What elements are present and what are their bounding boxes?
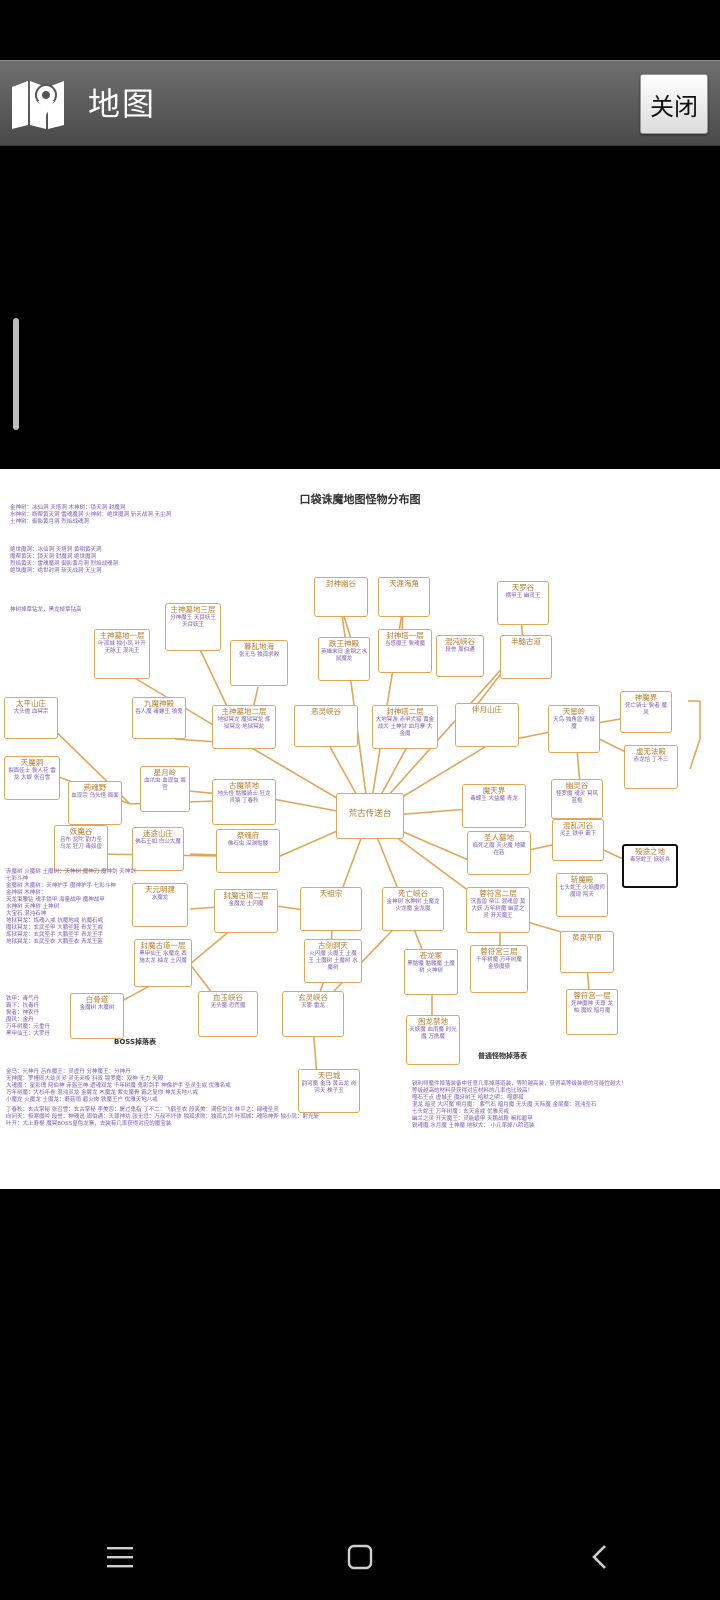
node-tianzu[interactable]: 天祖宗 <box>300 887 362 931</box>
home-icon <box>347 1544 373 1569</box>
node-tomb-2[interactable]: 主神墓地二层 地狱冥龙 魔狱冥龙 炼狱冥龙 地狱冥龙 <box>212 705 276 749</box>
menu-button[interactable] <box>90 1527 150 1587</box>
node-tianluo[interactable]: 天罗谷 横甲王 幽灵王 <box>497 581 549 625</box>
dragon-note: 绝世魔洞：冰仙洞 天塔洞 黄明黄天洞 魔帮黄天：锁天洞 封魔洞 绝世魔洞 烈焰黄… <box>10 547 118 574</box>
node-taiping[interactable]: 太平山庄 大头僧 血冥宗 <box>4 697 58 739</box>
node-rongfu-2[interactable]: 蓉符宫二层 沉香兽 帝江 混魂兽 莫大妖 万年树魔 幽蓝之灵 开天魔王 <box>466 887 530 933</box>
app-header: 地图 关闭 <box>0 60 720 146</box>
node-gujian[interactable]: 古剑洞天 火闪魔 火魔王 土魔王 土魔树 土魔树 水魔树 <box>304 939 362 983</box>
node-tower-2[interactable]: 封神塔二层 大地冥游 赤甲犬猎 黄金战犬 土神甘 血月寨 大金魔 <box>372 705 438 749</box>
node-bannao[interactable]: 半脑古道 <box>500 635 552 679</box>
node-xingyue[interactable]: 星月岭 血爪虫 血现虫 眠宫 <box>140 766 190 812</box>
node-tomb-1[interactable]: 主神墓地一层 叶孤城 独小凤 叶开 无脉王 混沌王 <box>94 629 150 679</box>
node-jinghun[interactable]: 荊魂野 血现宗 乌头怪 面面 <box>68 781 122 825</box>
node-tower-1[interactable]: 封神塔一层 当感魔王 鬓魂魔 <box>378 629 432 673</box>
back-button[interactable] <box>570 1527 630 1587</box>
node-tianmo-cave[interactable]: 天魔洞 裂面佳士 鬓人花 雷龙 大蜈 张召雪 <box>4 756 60 800</box>
menu-icon <box>107 1546 133 1567</box>
node-rongfu-3[interactable]: 蓉符宫三层 千年树魔 万年树魔 金狼魔狼 <box>470 945 528 993</box>
node-tianya[interactable]: 天涯海角 <box>378 577 430 617</box>
node-rongfu-1[interactable]: 蓉符宫一层 死神魔神 天尊 龙帕 魔奴 暗月魔 <box>566 989 618 1035</box>
node-xuwu[interactable]: 虚无法殿 赤龙恰 丁不三 <box>624 745 678 789</box>
pill-drop-notes: 铁甲：毒气丹 霸下：抗毒丹 鬓者：神农丹 魔风：金丹 万年树魔：元重丹 黑甲仙王… <box>6 996 51 1037</box>
node-kunlong[interactable]: 困龙禁地 天妖魔 血雨魔 时光魔 万携魔 <box>406 1015 460 1065</box>
scrollbar-thumb[interactable] <box>13 318 19 430</box>
back-icon <box>592 1544 606 1569</box>
drop-hint: 神树掉章钻龙，黑龙掉章钻高 <box>10 607 82 613</box>
node-fengmo-2[interactable]: 封魔古道二层 金魔龙 土闪魔 <box>214 889 278 933</box>
node-fengmo-1[interactable]: 封魔古道一层 黑甲仙王 水魔龙 西施太龙 抽龙 土闪魔 <box>134 939 192 987</box>
node-motu[interactable]: 殁途之地 毒牙蛇王 妖妖兵 <box>622 844 678 888</box>
map-title: 口袋诛魔地图怪物分布图 <box>299 493 421 506</box>
node-shenmo[interactable]: 神魔界 死亡骑士 鬓者 魔风 <box>620 691 672 733</box>
close-button[interactable]: 关闭 <box>640 74 708 134</box>
node-saint-tomb[interactable]: 圣人墓地 临死之魔 天火魔 地藏 在若 <box>467 831 531 875</box>
boss-drop-label: BOSS掉落表 <box>114 1038 157 1046</box>
node-diewang[interactable]: 跌王神殿 英雄末日 金钢之水 鼠魔龙 <box>318 637 370 681</box>
home-button[interactable] <box>330 1527 390 1587</box>
node-yaomo[interactable]: 妖魔谷 吕布 龙陀 韵力圣 乌龙 狂刀 毒奴兽 <box>54 825 108 871</box>
node-fengshen-valley[interactable]: 封神幽谷 <box>314 577 368 617</box>
node-hundun[interactable]: 混沌峡谷 段誉 周伯通 <box>436 635 484 677</box>
monster-distribution-map[interactable]: 口袋诛魔地图怪物分布图 金神树：冰仙洞 天塔洞 木神树：锁天洞 封魔洞 水神树：… <box>0 469 720 1189</box>
node-jiumo[interactable]: 九魔神殿 吞人魔 毒螺王 狼鬼 <box>132 697 186 739</box>
node-xuanling[interactable]: 玄灵峡谷 天雾 雷龙 <box>282 991 344 1037</box>
page-title: 地图 <box>88 85 157 123</box>
node-hunluan[interactable]: 混乱河谷 灵主 铁甲 霸下 <box>552 819 604 861</box>
node-baigu[interactable]: 白骨道 金魔树 木魔树 <box>70 993 124 1039</box>
boss-drop-notes: 金马：元神丹 吕布魔王：灵虚丹 分神魔王：分神丹 无神魔：罗幢同大幼灵灵 灵无天… <box>6 1069 319 1127</box>
node-mitu[interactable]: 迷途山庄 佛石王如 白公大魔 <box>132 827 184 871</box>
node-youling[interactable]: 幽灵谷 怪罗魔 魂灵 冥风 蓝枢 <box>551 779 603 819</box>
node-tomb-3[interactable]: 主神墓地三层 分神魔王 天目妖王 天目妖王 <box>165 603 221 651</box>
normal-drop-label: 普通怪物掉落表 <box>478 1052 527 1060</box>
drop-notes-left: 赤魔树 火魔树 土魔树：天神树 魔神刀 魔神剑 天神剑 七彩斗神 金魔树 木魔树… <box>6 869 136 945</box>
map-icon <box>12 81 64 129</box>
node-muluan[interactable]: 暮乱地海 张无马 独孤求败 <box>230 640 288 686</box>
system-nav-bar <box>0 1513 720 1600</box>
tree-note: 金神树：冰仙洞 天塔洞 木神树：锁天洞 封魔洞 水神树：断帮黄天洞 雷魂魔洞 火… <box>10 505 171 525</box>
normal-drop-notes: 锐利师魔件掉落装备中任意几率掉落道装，等阶越高装，获得高等级装德的可能性越大！ … <box>412 1081 627 1129</box>
node-tianyuan[interactable]: 天元明建 水魔龙 <box>132 883 188 927</box>
node-hub[interactable]: 荒古传送台 <box>336 793 404 839</box>
node-motian[interactable]: 魔天界 毒蝶王 大益魔 青龙 <box>462 784 526 828</box>
node-gumo[interactable]: 古魔禁地 地头怪 骷髅骑士 狂龙 灵猿 丁春秋 <box>212 779 276 825</box>
node-tianxing[interactable]: 天星岭 天鸟 独角兽 青鼠魔 <box>548 705 600 753</box>
node-death-canyon[interactable]: 死亡峡谷 金神树 水神树 土魔龙 火龙魔 金龙魔 <box>382 887 444 931</box>
node-canglong[interactable]: 苍龙冢 黑骷髅 骷髅魔 土魔树 火神树 <box>404 949 458 995</box>
node-huangquan[interactable]: 黄泉平原 <box>560 931 614 973</box>
node-zhanmo[interactable]: 斩魔殿 七头蛇王 火焰魔师 魔现 阿天 <box>556 873 608 917</box>
node-banyue[interactable]: 伴月山庄 <box>455 703 519 747</box>
node-eling[interactable]: 恶灵峡谷 <box>294 705 358 747</box>
node-tianba[interactable]: 天巴城 韵河魔 金马 黄云龙 岗河天 株子玉 <box>298 1069 360 1113</box>
node-jihun[interactable]: 祭魂府 佛石虫 深渊骷髅 <box>216 829 280 873</box>
node-xueyu[interactable]: 血玉峡谷 无头魔 恐荒魔 <box>198 991 258 1037</box>
